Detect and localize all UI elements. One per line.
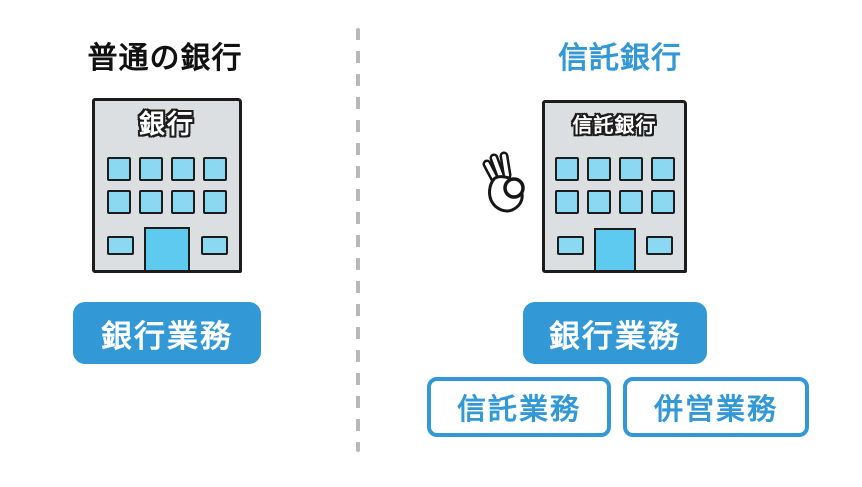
window [107,157,131,181]
window-row [95,157,239,181]
window [171,190,195,214]
window [646,236,673,255]
left-panel-title: 普通の銀行 [87,42,243,75]
window [586,157,611,181]
concurrent-operations-badge: 併営業務 [623,377,809,437]
window [171,157,195,181]
door [144,227,190,270]
trust-bank-building-illustration: 信託銀行 [542,100,687,273]
window-row [95,190,239,214]
window [139,190,163,214]
dashed-divider [356,28,360,452]
window [554,190,579,214]
left-banking-operations-badge: 銀行業務 [73,302,261,364]
window [107,236,134,255]
window-row [545,190,684,214]
window [554,157,579,181]
window [618,157,643,181]
window [557,236,584,255]
window [201,236,228,255]
ordinary-bank-building-illustration: 銀行 [92,98,242,273]
window-row [545,157,684,181]
window [650,190,675,214]
window [107,190,131,214]
window [203,190,227,214]
trust-operations-badge: 信託業務 [427,377,611,437]
ordinary-bank-sign: 銀行 [138,109,195,139]
window [139,157,163,181]
ok-hand-icon [482,151,525,213]
right-panel-title: 信託銀行 [558,42,682,75]
window [586,190,611,214]
trust-bank-sign: 信託銀行 [572,115,657,137]
window [203,157,227,181]
right-banking-operations-badge: 銀行業務 [523,302,707,364]
window [650,157,675,181]
window [618,190,643,214]
door [593,228,636,270]
